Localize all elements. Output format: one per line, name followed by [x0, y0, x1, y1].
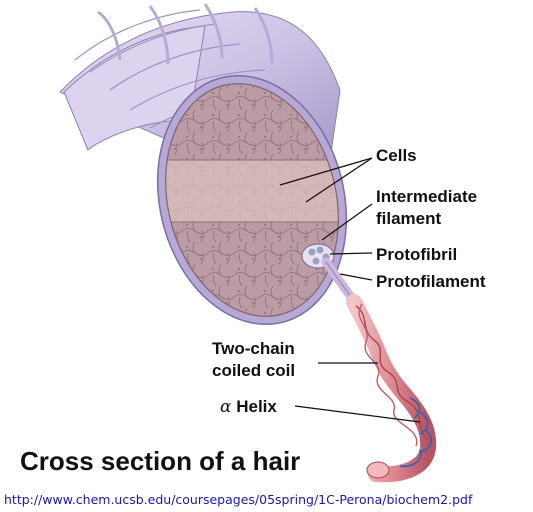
label-two-chain-line-2: coiled coil: [212, 361, 296, 380]
label-cells: Cells: [376, 146, 417, 165]
two-chain-coiled-coil: [346, 294, 437, 483]
label-two-chain-line-1: Two-chain: [212, 339, 295, 358]
alpha-symbol: α: [220, 397, 232, 417]
figure-caption: Cross section of a hair: [20, 446, 301, 476]
label-intermediate-filament-line-1: Intermediate: [376, 187, 478, 206]
label-protofilament: Protofilament: [376, 272, 486, 291]
label-two-chain-coiled-coil: Two-chain coiled coil: [212, 338, 295, 382]
label-alpha-helix: α Helix: [220, 396, 277, 418]
alpha-helix: [366, 397, 433, 479]
label-helix: Helix: [236, 397, 277, 416]
label-intermediate-filament-line-2: filament: [376, 209, 442, 228]
source-url: http://www.chem.ucsb.edu/coursepages/05s…: [4, 492, 473, 507]
label-intermediate-filament: Intermediate filament: [376, 186, 477, 230]
label-protofibril: Protofibril: [376, 245, 458, 264]
leader-lines: [279, 157, 421, 423]
cuticle-sheath: [59, 3, 341, 162]
